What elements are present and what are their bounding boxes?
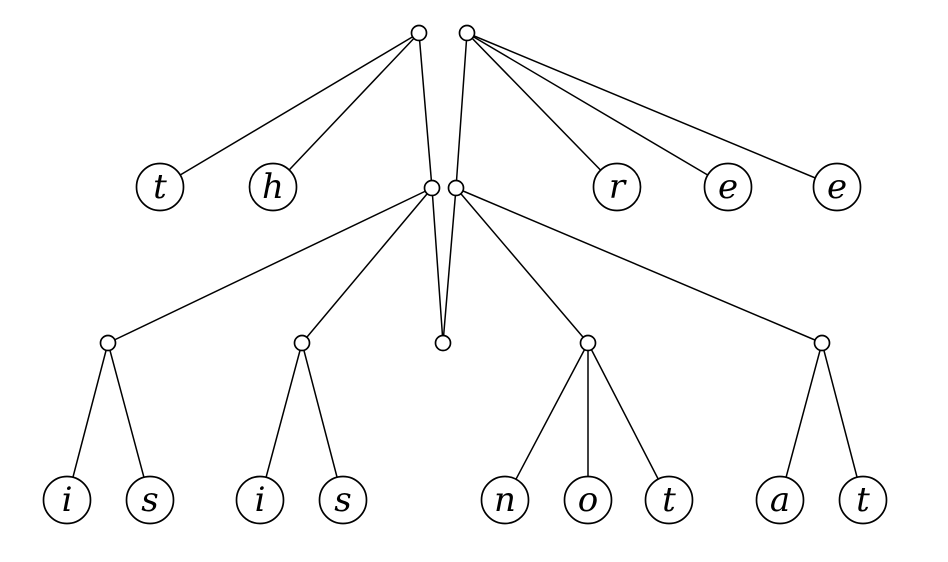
tree-node-label-leaf-t-2: t <box>662 480 676 520</box>
tree-node-label-leaf-s-2: s <box>334 480 351 520</box>
tree-edge-mid-right--group-at <box>455 187 823 344</box>
tree-node-label-leaf-t-3: t <box>856 480 870 520</box>
tree-node-leaf-o <box>563 475 613 525</box>
tree-node-label-leaf-n: n <box>494 480 516 520</box>
tree-node-leaf-s-2 <box>318 475 368 525</box>
tree-edge-root-left--leaf-t-1 <box>159 32 420 188</box>
tree-node-group-at <box>813 334 831 352</box>
tree-node-mid-right <box>447 179 465 197</box>
tree-edge-group-is-1--leaf-s-1 <box>107 342 151 501</box>
tree-node-root-right <box>458 24 476 42</box>
tree-node-leaf-i-2 <box>235 475 285 525</box>
tree-node-label-leaf-o: o <box>578 480 598 520</box>
tree-node-group-not <box>579 334 597 352</box>
tree-node-leaf-e-1 <box>703 162 753 212</box>
tree-edge-mid-right--group-not <box>455 187 589 344</box>
tree-node-leaf-e-2 <box>812 162 862 212</box>
tree-edge-root-right--leaf-e-1 <box>466 32 729 188</box>
tree-edge-group-at--leaf-a <box>779 342 823 501</box>
tree-edge-group-at--leaf-t-3 <box>821 342 864 501</box>
tree-node-leaf-t-3 <box>838 475 888 525</box>
tree-edge-root-right--leaf-e-2 <box>466 32 838 188</box>
tree-node-leaf-r <box>592 162 642 212</box>
tree-node-leaf-t-1 <box>135 162 185 212</box>
tree-edge-mid-right--shared-dot-leaf <box>442 187 457 344</box>
tree-edge-group-is-2--leaf-s-2 <box>301 342 344 501</box>
tree-node-shared-dot-leaf <box>434 334 452 352</box>
tree-node-leaf-h <box>248 162 298 212</box>
tree-node-leaf-t-2 <box>644 475 694 525</box>
tree-edge-mid-left--group-is-1 <box>107 187 433 344</box>
tree-node-label-leaf-r: r <box>609 167 627 207</box>
tree-node-label-leaf-e-2: e <box>827 167 847 207</box>
tree-node-mid-left <box>423 179 441 197</box>
tree-edge-root-left--leaf-h <box>272 32 420 188</box>
tree-edge-group-is-2--leaf-i-2 <box>259 342 303 501</box>
tree-edge-mid-left--group-is-2 <box>301 187 433 344</box>
tree-node-label-leaf-h: h <box>262 167 284 207</box>
tree-node-label-leaf-a: a <box>770 480 790 520</box>
tree-node-label-leaf-s-1: s <box>141 480 158 520</box>
tree-edge-root-right--mid-right <box>455 32 468 189</box>
tree-node-label-leaf-i-1: i <box>62 480 73 520</box>
tree-node-leaf-s-1 <box>125 475 175 525</box>
tree-node-group-is-1 <box>99 334 117 352</box>
tree-node-leaf-i-1 <box>42 475 92 525</box>
tree-node-label-leaf-e-1: e <box>718 167 738 207</box>
tree-node-root-left <box>410 24 428 42</box>
tree-node-leaf-a <box>755 475 805 525</box>
tree-node-label-leaf-i-2: i <box>255 480 266 520</box>
tree-node-label-leaf-t-1: t <box>153 167 167 207</box>
tree-edge-group-not--leaf-t-2 <box>587 342 670 501</box>
tree-edge-group-is-1--leaf-i-1 <box>66 342 109 501</box>
tree-edge-mid-left--shared-dot-leaf <box>431 187 444 344</box>
tree-edge-root-left--mid-left <box>418 32 433 189</box>
tree-node-group-is-2 <box>293 334 311 352</box>
tree-edge-group-not--leaf-n <box>504 342 589 501</box>
tree-edge-root-right--leaf-r <box>466 32 618 188</box>
tree-node-leaf-n <box>480 475 530 525</box>
